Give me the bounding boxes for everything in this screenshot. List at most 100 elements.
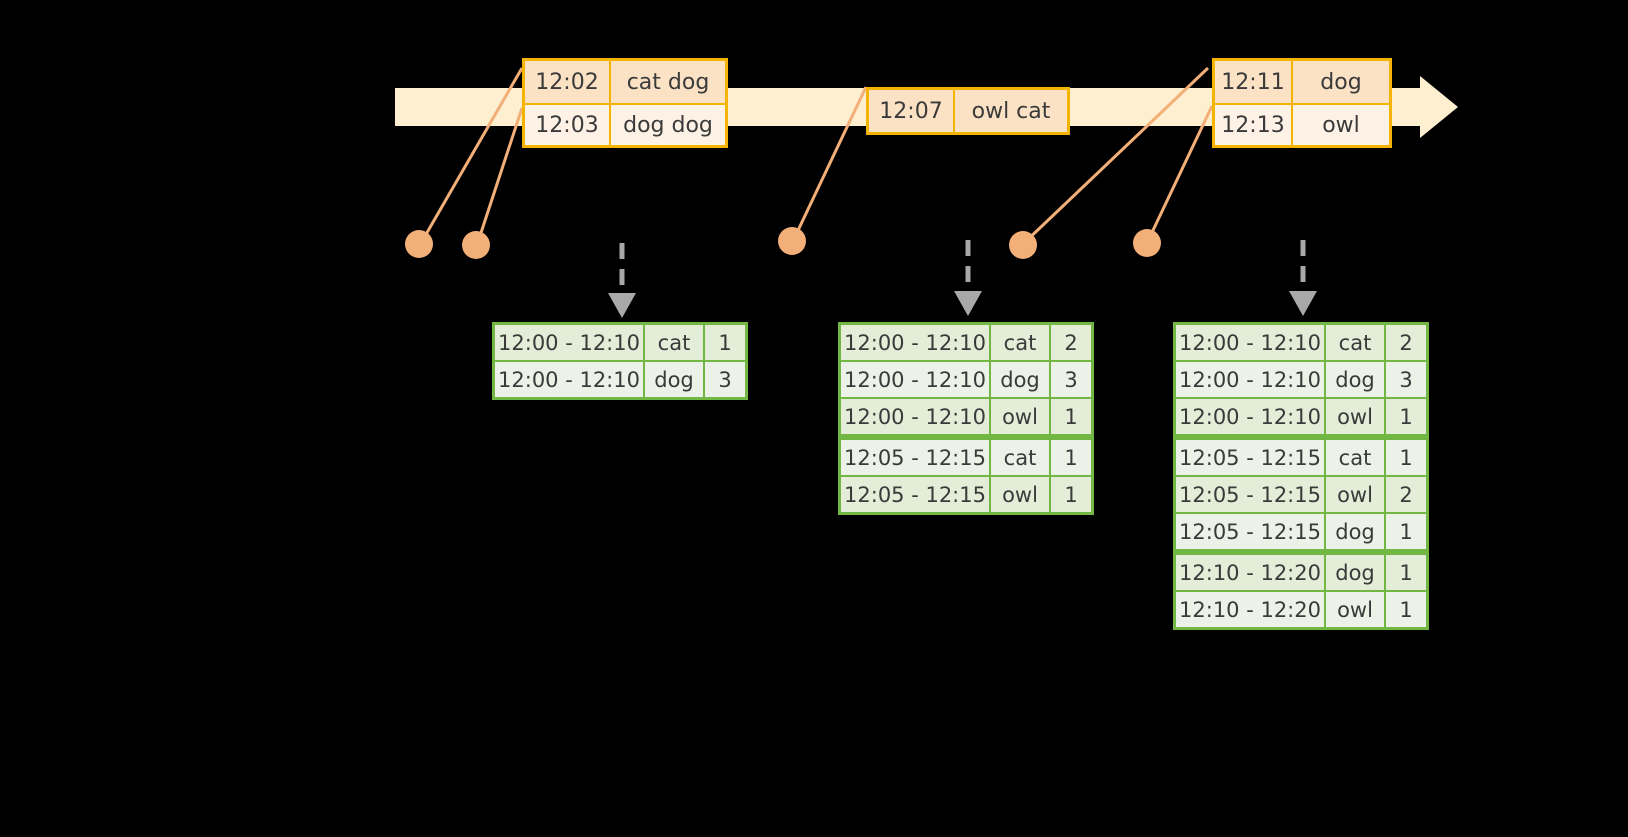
event-words: owl [1322,112,1360,138]
event-dot-1 [405,230,433,258]
cell-window: 12:05 - 12:15 [841,477,989,512]
connector-line-1 [419,67,524,244]
snapshot-table-2[interactable]: 12:00 - 12:10 cat 2 12:00 - 12:10 dog 3 … [838,322,1094,515]
cell-key: dog [1326,514,1384,549]
cell-window: 12:00 - 12:10 [495,362,643,397]
window-group: 12:00 - 12:10 cat 2 12:00 - 12:10 dog 3 … [1176,325,1426,434]
cell-key: cat [1326,440,1384,475]
cell-count: 1 [1051,399,1091,434]
event-dot-4 [1009,231,1037,259]
cell-key: dog [645,362,703,397]
cell-key: owl [991,399,1049,434]
timeline-arrowhead [1415,76,1458,138]
window-group: 12:10 - 12:20 dog 1 12:10 - 12:20 owl 1 [1176,555,1426,627]
cell-window: 12:05 - 12:15 [841,440,989,475]
table-row[interactable]: 12:00 - 12:10 owl 1 [1176,399,1426,434]
cell-key: dog [991,362,1049,397]
connector-line-5 [1145,105,1214,244]
cell-count: 1 [1051,477,1091,512]
cell-key: cat [1326,325,1384,360]
window-group: 12:00 - 12:10 cat 1 12:00 - 12:10 dog 3 [495,325,745,397]
snapshot-arrowhead-3 [1289,291,1317,316]
event-row[interactable]: 12:07 owl cat [869,90,1067,132]
cell-key: dog [1326,555,1384,590]
table-row[interactable]: 12:05 - 12:15 cat 1 [841,440,1091,475]
cell-count: 1 [705,325,745,360]
connector-line-2 [475,107,524,246]
cell-count: 1 [1386,555,1426,590]
cell-window: 12:00 - 12:10 [495,325,643,360]
cell-count: 1 [1386,399,1426,434]
event-words: owl cat [971,98,1051,124]
cell-key: owl [1326,592,1384,627]
snapshot-arrowhead-2 [954,291,982,316]
event-row[interactable]: 12:13 owl [1215,103,1389,145]
event-dot-5 [1133,229,1161,257]
table-row[interactable]: 12:10 - 12:20 dog 1 [1176,555,1426,590]
table-row[interactable]: 12:00 - 12:10 dog 3 [1176,362,1426,397]
cell-window: 12:10 - 12:20 [1176,555,1324,590]
cell-window: 12:10 - 12:20 [1176,592,1324,627]
event-time: 12:07 [869,90,955,132]
window-group: 12:05 - 12:15 cat 1 12:05 - 12:15 owl 2 … [1176,440,1426,549]
table-row[interactable]: 12:05 - 12:15 dog 1 [1176,514,1426,549]
cell-count: 3 [705,362,745,397]
table-row[interactable]: 12:10 - 12:20 owl 1 [1176,592,1426,627]
snapshot-table-3[interactable]: 12:00 - 12:10 cat 2 12:00 - 12:10 dog 3 … [1173,322,1429,630]
cell-key: owl [1326,477,1384,512]
connector-line-3 [791,86,868,242]
cell-window: 12:00 - 12:10 [1176,325,1324,360]
event-time: 12:13 [1215,105,1293,145]
event-dot-3 [778,227,806,255]
table-row[interactable]: 12:00 - 12:10 dog 3 [495,362,745,397]
event-time: 12:11 [1215,61,1293,103]
snapshot-table-1[interactable]: 12:00 - 12:10 cat 1 12:00 - 12:10 dog 3 [492,322,748,400]
cell-window: 12:00 - 12:10 [841,362,989,397]
cell-window: 12:00 - 12:10 [1176,399,1324,434]
window-group: 12:00 - 12:10 cat 2 12:00 - 12:10 dog 3 … [841,325,1091,434]
window-group: 12:05 - 12:15 cat 1 12:05 - 12:15 owl 1 [841,440,1091,512]
cell-count: 1 [1386,514,1426,549]
event-row[interactable]: 12:11 dog [1215,61,1389,103]
table-row[interactable]: 12:00 - 12:10 owl 1 [841,399,1091,434]
cell-window: 12:05 - 12:15 [1176,514,1324,549]
event-group-3[interactable]: 12:11 dog 12:13 owl [1212,58,1392,148]
snapshot-arrowhead-1 [608,293,636,318]
event-words: cat dog [626,69,710,95]
table-row[interactable]: 12:00 - 12:10 cat 2 [841,325,1091,360]
cell-count: 3 [1386,362,1426,397]
cell-count: 1 [1386,592,1426,627]
table-row[interactable]: 12:05 - 12:15 owl 1 [841,477,1091,512]
event-time: 12:02 [525,61,611,103]
table-row[interactable]: 12:00 - 12:10 cat 1 [495,325,745,360]
event-group-2[interactable]: 12:07 owl cat [866,87,1070,135]
table-row[interactable]: 12:00 - 12:10 cat 2 [1176,325,1426,360]
cell-key: owl [1326,399,1384,434]
event-group-1[interactable]: 12:02 cat dog 12:03 dog dog [522,58,728,148]
table-row[interactable]: 12:05 - 12:15 cat 1 [1176,440,1426,475]
cell-window: 12:00 - 12:10 [841,325,989,360]
event-row[interactable]: 12:03 dog dog [525,103,725,145]
event-time: 12:03 [525,105,611,145]
cell-window: 12:05 - 12:15 [1176,477,1324,512]
cell-window: 12:05 - 12:15 [1176,440,1324,475]
cell-key: cat [645,325,703,360]
cell-key: cat [991,440,1049,475]
table-row[interactable]: 12:00 - 12:10 dog 3 [841,362,1091,397]
event-words: dog [1320,69,1362,95]
cell-count: 3 [1051,362,1091,397]
cell-window: 12:00 - 12:10 [1176,362,1324,397]
table-row[interactable]: 12:05 - 12:15 owl 2 [1176,477,1426,512]
cell-count: 2 [1386,325,1426,360]
event-row[interactable]: 12:02 cat dog [525,61,725,103]
cell-count: 2 [1051,325,1091,360]
cell-key: owl [991,477,1049,512]
event-words: dog dog [623,112,713,138]
cell-window: 12:00 - 12:10 [841,399,989,434]
cell-count: 1 [1051,440,1091,475]
cell-count: 1 [1386,440,1426,475]
cell-count: 2 [1386,477,1426,512]
cell-key: cat [991,325,1049,360]
event-dot-2 [462,231,490,259]
